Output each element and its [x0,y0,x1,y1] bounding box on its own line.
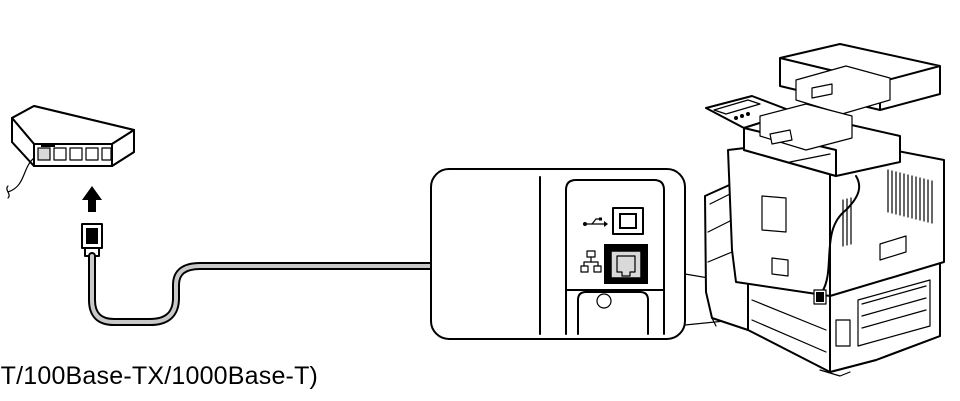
network-standard-caption: e-T/100Base-TX/1000Base-T) [0,362,319,390]
hub-ports [37,144,112,161]
arrow-up-icon [82,186,102,212]
port-callout [430,168,686,340]
multifunction-printer-icon [704,43,945,377]
lan-network-icon [580,250,602,273]
usb-icon [583,217,608,227]
network-hub-icon [6,105,135,199]
